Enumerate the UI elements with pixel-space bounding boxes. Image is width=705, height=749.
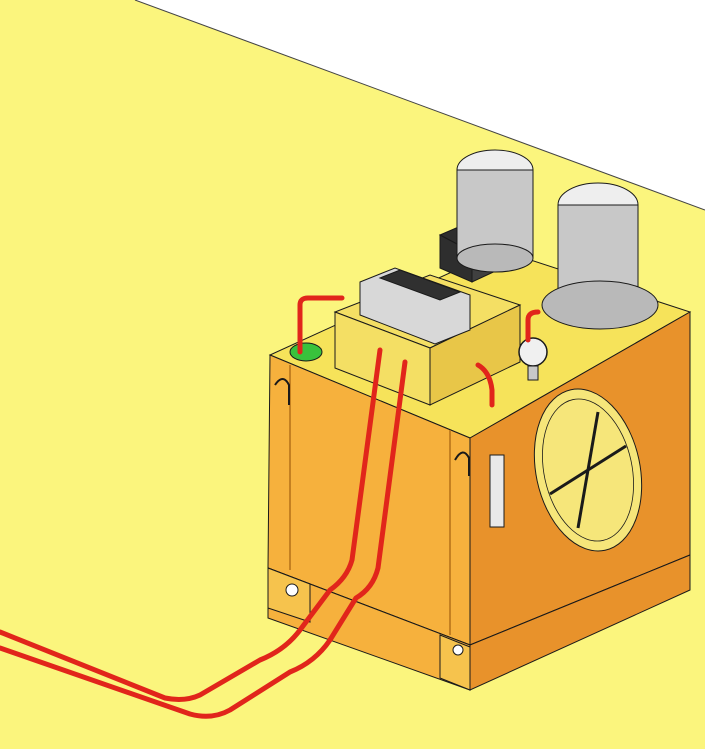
lifting-lug <box>454 451 470 476</box>
electric-motor-icon <box>541 182 659 330</box>
oil-level-indicator-icon <box>489 454 505 528</box>
filler-cap <box>289 342 323 362</box>
pipe-drop <box>0 347 383 702</box>
pipe-motor <box>525 309 541 343</box>
hydraulic-pipes <box>0 295 541 719</box>
foot-bolt-hole <box>285 583 299 597</box>
pipe-short <box>475 362 495 408</box>
pipe-drop <box>0 359 408 719</box>
lifting-lug <box>274 378 290 405</box>
manifold-side <box>429 304 521 406</box>
foot-bolt-hole <box>452 644 464 656</box>
pipe-upper <box>297 295 345 355</box>
pressure-gauge-icon <box>518 337 548 381</box>
electric-motor-icon <box>456 149 534 273</box>
floor-edge-line <box>134 0 705 211</box>
tank-access-cover-icon <box>533 388 643 552</box>
